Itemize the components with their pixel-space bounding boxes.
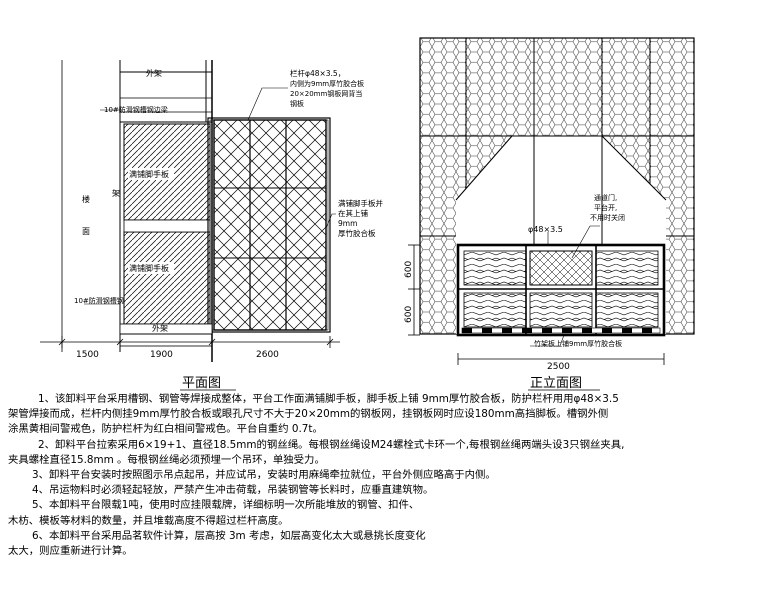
plan-outer-scaffold-bottom: [119, 333, 213, 347]
plan-view: 外架 10#防滑钢槽钢边梁 楼 面 架 满铺脚手板 满铺脚手板 10#防滑钢槽钢…: [40, 60, 383, 391]
note-line: 1、该卸料平台采用槽钢、钢管等焊接成整体，平台工作面满铺脚手板，脚手板上铺 9m…: [38, 393, 619, 405]
notes-block: 1、该卸料平台采用槽钢、钢管等焊接成整体，平台工作面满铺脚手板，脚手板上铺 9m…: [8, 392, 756, 559]
plan-label-slot-top: 10#防滑钢槽钢边梁: [104, 105, 168, 114]
plan-label-floor-2: 面: [82, 227, 90, 236]
elevation-dim-w: 2500: [547, 362, 570, 372]
plan-plank-panel-lower: [123, 231, 211, 325]
plan-platform-deck: [213, 119, 327, 331]
plan-dim-2600: 2600: [256, 350, 279, 360]
elevation-panel: [463, 250, 527, 286]
elevation-gate: [529, 250, 593, 286]
elevation-panel: [595, 292, 659, 328]
plan-callout-rail-4: 钢板: [290, 99, 304, 108]
plan-title: 平面图: [182, 376, 221, 391]
note-line: 架管焊接而成，栏杆内侧挂9mm厚竹胶合板或眼孔尺寸不大于20×20mm的钢板网，…: [8, 408, 609, 421]
elevation-callout-door-1: 通道门,: [594, 193, 617, 202]
plan-callout-rail-2: 内侧为9mm厚竹胶合板: [290, 79, 364, 88]
plan-dim-1500: 1500: [76, 350, 99, 360]
note-line: 6、本卸料平台采用品茗软件计算，层高按 3m 考虑，如层高变化太大或悬挑长度变化: [32, 529, 426, 542]
plan-callout-rail-3: 20×20mm钢板网背当: [290, 89, 362, 98]
elevation-callout-door-3: 不用时关闭: [590, 213, 625, 222]
elevation-callout-door-2: 平台开,: [594, 203, 617, 212]
plan-label-plank-2: 满铺脚手板: [129, 263, 169, 273]
plan-label-plank-1: 满铺脚手板: [129, 169, 169, 179]
note-line: 5、本卸料平台限载1吨，使用时应挂限载牌，详细标明一次所能堆放的钢管、扣件、: [32, 499, 420, 512]
elevation-panel: [529, 292, 593, 328]
elevation-dim-h2: 600: [404, 306, 414, 323]
elevation-panel: [595, 250, 659, 286]
plan-dim-1900: 1900: [150, 350, 173, 360]
elevation-toe-board: [461, 327, 661, 334]
plan-callout-rail-1: 栏杆φ48×3.5，: [290, 68, 345, 78]
elevation-platform-frame: [456, 243, 666, 337]
plan-guard-rail: [207, 117, 331, 333]
elevation-title: 正立面图: [530, 376, 582, 391]
plan-callout-plank-2: 在其上铺: [338, 208, 368, 218]
note-line: 夹具螺栓直径15.8mm 。每根钢丝绳必须预埋一个吊环，单独受力。: [8, 453, 325, 466]
plan-callout-plank-4: 厚竹胶合板: [338, 228, 376, 238]
plan-outer-scaffold-top: [119, 71, 213, 123]
plan-label-slot-bottom: 10#防滑钢槽钢: [74, 296, 124, 305]
elevation-dim-h1: 600: [404, 261, 414, 278]
note-line: 4、吊运物料时必须轻起轻放，严禁产生冲击荷载，吊装钢管等长料时，应垂直建筑物。: [32, 484, 434, 497]
elevation-panel: [463, 292, 527, 328]
note-line: 3、卸料平台安装时按照图示吊点起吊，并应试吊，安装时用麻绳牵拉就位，平台外侧应略…: [32, 469, 496, 482]
plan-label-outer-bottom: 外架: [152, 323, 168, 333]
elevation-view: φ48×3.5 通道门, 平台开, 不用时关闭 600 600 竹架板上铺9mm…: [404, 37, 695, 391]
plan-callout-plank-3: 9mm: [338, 219, 357, 228]
note-line: 2、卸料平台拉索采用6×19+1、直径18.5mm的钢丝绳。每根钢丝绳设M24螺…: [38, 438, 625, 451]
elevation-callout-pipe: φ48×3.5: [528, 225, 563, 234]
plan-label-floor-1: 楼: [82, 194, 90, 204]
plan-callout-plank-1: 满铺脚手板并: [338, 198, 383, 208]
note-line: 涂黑黄相间警戒色，防护栏杆为红白相间警戒色。平台自重约 0.7t。: [8, 423, 323, 436]
elevation-callout-bottom: 竹架板上铺9mm厚竹胶合板: [534, 339, 622, 348]
plan-label-jia: 架: [112, 189, 120, 198]
note-line: 木枋、模板等材料的数量，并且堆载高度不得超过栏杆高度。: [8, 514, 289, 527]
plan-label-outer-top: 外架: [146, 68, 162, 78]
note-line: 太大，则应重新进行计算。: [8, 545, 133, 558]
